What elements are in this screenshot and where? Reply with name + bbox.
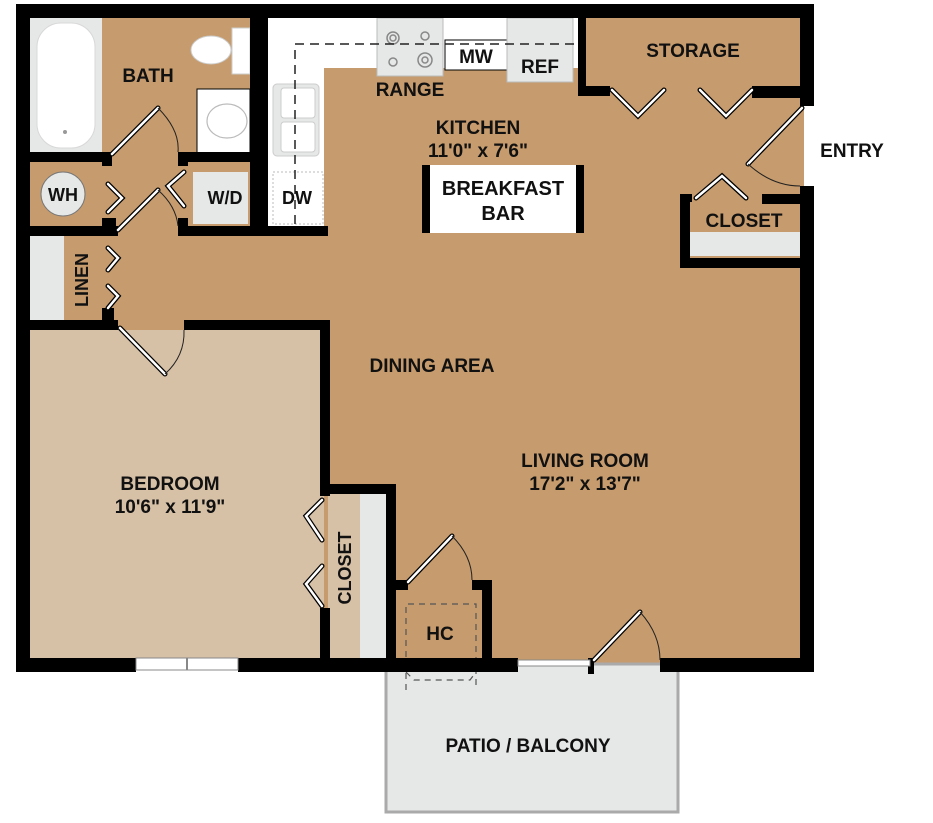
toilet-bowl	[190, 35, 232, 65]
microwave	[444, 39, 508, 71]
bedroom-label: BEDROOM	[120, 474, 219, 495]
bedroom-size: 10'6" x 11'9"	[115, 497, 226, 518]
breakfast-bar-label-2: BAR	[481, 203, 525, 225]
patio-floor	[384, 662, 680, 814]
hc-outline	[405, 603, 477, 690]
kitchen-label: KITCHEN	[436, 118, 520, 139]
living-room-size: 17'2" x 13'7"	[529, 474, 641, 495]
entry-label: ENTRY	[820, 141, 884, 162]
dining-area-label: DINING AREA	[370, 356, 495, 377]
tub-drain	[63, 130, 67, 134]
refrigerator	[506, 17, 574, 83]
wd-label: W/D	[208, 188, 243, 208]
linen-label: LINEN	[72, 253, 92, 307]
hc-label: HC	[426, 624, 454, 645]
dishwasher	[272, 171, 324, 225]
doors	[105, 87, 805, 663]
bedroom-closet-label: CLOSET	[335, 531, 355, 604]
bedroom-floor	[28, 330, 324, 662]
breakfast-bar	[422, 165, 584, 233]
ref-label: REF	[521, 57, 559, 78]
linen-shelf	[30, 236, 64, 322]
patio-label: PATIO / BALCONY	[445, 736, 610, 757]
storage-label: STORAGE	[646, 41, 740, 62]
wall	[422, 165, 430, 233]
bath-label: BATH	[122, 66, 173, 87]
bathtub-basin	[36, 22, 96, 149]
kitchen-size: 11'0" x 7'6"	[428, 141, 528, 162]
range-label: RANGE	[376, 80, 445, 101]
living-room-label: LIVING ROOM	[521, 451, 649, 472]
walls	[16, 4, 814, 674]
bath-sink	[206, 103, 248, 139]
entry-closet-shelf	[688, 232, 804, 256]
hc-outline-lower	[405, 671, 477, 681]
dw-label: DW	[282, 188, 312, 208]
washer-dryer	[193, 172, 248, 224]
kitchen-sink-basin-1	[280, 87, 316, 119]
range	[376, 17, 444, 77]
toilet-tank	[231, 27, 251, 75]
breakfast-bar-label: BREAKFAST	[442, 178, 564, 200]
mw-label: MW	[459, 47, 493, 68]
bedroom-closet-shelf	[360, 492, 386, 660]
entry-closet-label: CLOSET	[705, 211, 782, 232]
upper-cabinet-line	[294, 43, 578, 224]
wall	[576, 165, 584, 233]
water-heater-icon	[40, 171, 86, 217]
wh-label: WH	[48, 185, 78, 205]
kitchen-sink-basin-2	[280, 121, 316, 153]
patio-slider-window	[517, 659, 591, 667]
